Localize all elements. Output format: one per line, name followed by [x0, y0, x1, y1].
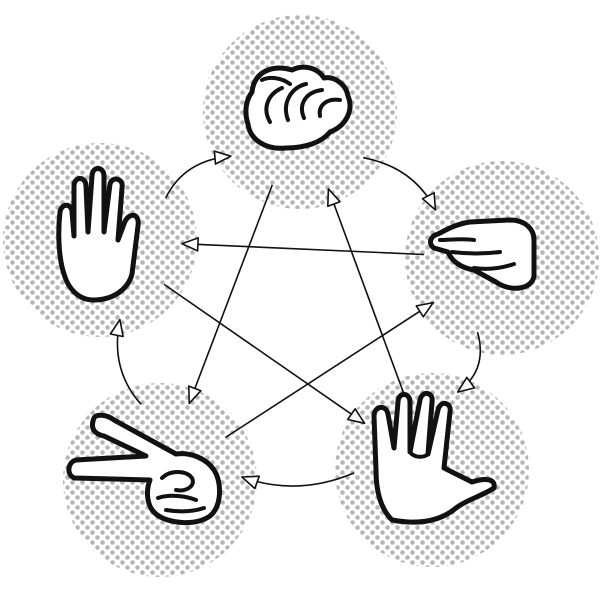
rock-fist-icon	[243, 64, 353, 151]
arrow-scissors-to-lizard	[224, 301, 434, 439]
arrow-lizard-to-paper	[181, 242, 425, 256]
relation-arrows	[109, 150, 482, 490]
arrowhead-lizard-to-paper	[181, 237, 199, 252]
arrowhead-spock-to-scissors	[241, 475, 261, 490]
spock-vulcan-salute-icon	[371, 391, 497, 525]
paper-open-hand-icon	[56, 166, 141, 303]
arrowhead-lizard-to-spock	[456, 376, 476, 393]
arrowhead-paper-to-spock	[346, 407, 366, 425]
arrow-spock-to-rock	[327, 188, 406, 398]
arrow-paper-to-spock	[163, 283, 366, 424]
arrowhead-rock-to-lizard	[421, 192, 437, 211]
arrowhead-scissors-to-lizard	[415, 301, 435, 318]
arrowhead-scissors-to-paper	[109, 318, 124, 338]
arrowhead-rock-to-scissors	[188, 385, 202, 405]
lizard-hand-icon	[428, 217, 537, 291]
scissors-hand-icon	[66, 412, 222, 525]
hands	[56, 64, 537, 525]
arrow-rock-to-scissors	[188, 184, 274, 404]
arrowhead-paper-to-rock	[213, 150, 232, 165]
arrowhead-spock-to-rock	[326, 188, 341, 207]
